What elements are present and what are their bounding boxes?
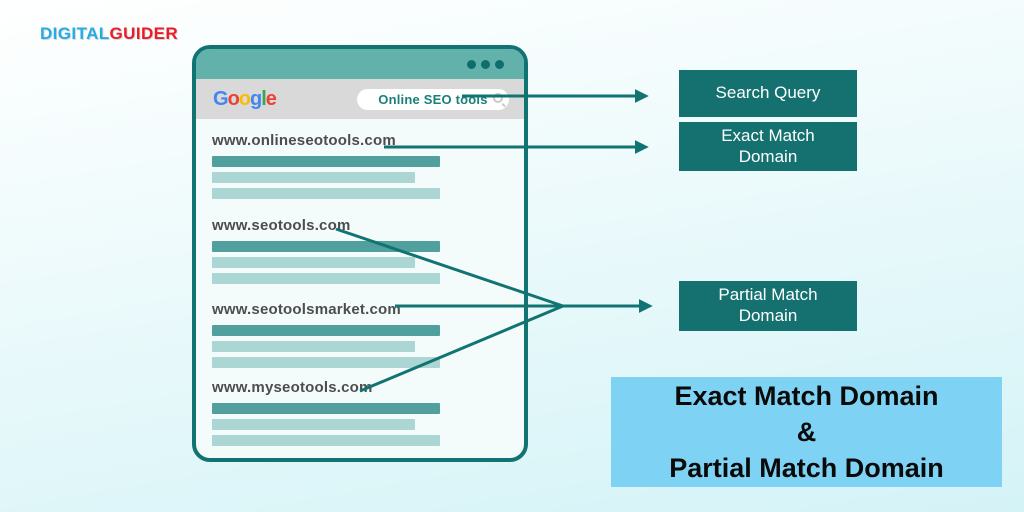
- result-domain: www.onlineseotools.com: [212, 132, 396, 149]
- result-text-bar: [212, 357, 440, 368]
- result-title-bar: [212, 403, 440, 414]
- title-line: Partial Match Domain: [669, 453, 944, 483]
- result-text-bar: [212, 273, 440, 284]
- google-letter: o: [227, 87, 240, 110]
- label-exact-match-text: Exact Match Domain: [721, 125, 815, 166]
- search-query-text: Online SEO tools: [378, 92, 488, 107]
- result-text-bar: [212, 341, 415, 352]
- title-banner: Exact Match Domain & Partial Match Domai…: [611, 377, 1002, 487]
- label-search-query-text: Search Query: [715, 83, 821, 103]
- label-partial-match: Partial Match Domain: [679, 281, 857, 331]
- google-letter: o: [238, 87, 251, 110]
- window-menu-dot-icon: [495, 59, 504, 69]
- result-text-bar: [212, 257, 415, 268]
- google-letter: e: [265, 87, 277, 110]
- window-menu-dot-icon: [481, 59, 490, 69]
- search-result: www.myseotools.com: [212, 380, 440, 451]
- result-title-bar: [212, 241, 440, 252]
- browser-toolbar: Google Online SEO tools: [196, 79, 524, 119]
- label-exact-match: Exact Match Domain: [679, 122, 857, 171]
- google-logo: Google: [213, 87, 277, 111]
- label-partial-match-text: Partial Match Domain: [718, 285, 818, 325]
- google-letter: g: [250, 87, 262, 110]
- result-domain: www.myseotools.com: [212, 379, 373, 396]
- search-input[interactable]: Online SEO tools: [357, 89, 509, 110]
- search-result: www.onlineseotools.com: [212, 133, 440, 204]
- result-title-bar: [212, 156, 440, 167]
- browser-titlebar: [196, 49, 524, 79]
- search-result: www.seotoolsmarket.com: [212, 302, 440, 373]
- search-icon[interactable]: [493, 93, 503, 103]
- google-letter: G: [213, 87, 229, 110]
- result-text-bar: [212, 435, 440, 446]
- result-text-bar: [212, 172, 415, 183]
- title-line: &: [796, 417, 817, 447]
- label-search-query: Search Query: [679, 70, 857, 117]
- title-line: Exact Match Domain: [674, 381, 939, 411]
- window-menu-dot-icon: [467, 59, 476, 69]
- result-domain: www.seotoolsmarket.com: [212, 301, 401, 318]
- result-text-bar: [212, 188, 440, 199]
- result-domain: www.seotools.com: [212, 217, 351, 234]
- google-letter: l: [261, 87, 266, 110]
- brand-logo-guider: GUIDER: [109, 24, 179, 43]
- browser-window: Google Online SEO tools www.onlineseotoo…: [192, 45, 528, 462]
- result-text-bar: [212, 419, 415, 430]
- result-title-bar: [212, 325, 440, 336]
- search-result: www.seotools.com: [212, 218, 440, 289]
- brand-logo: DIGITALGUIDER: [40, 24, 178, 44]
- brand-logo-digital: DIGITAL: [40, 24, 110, 43]
